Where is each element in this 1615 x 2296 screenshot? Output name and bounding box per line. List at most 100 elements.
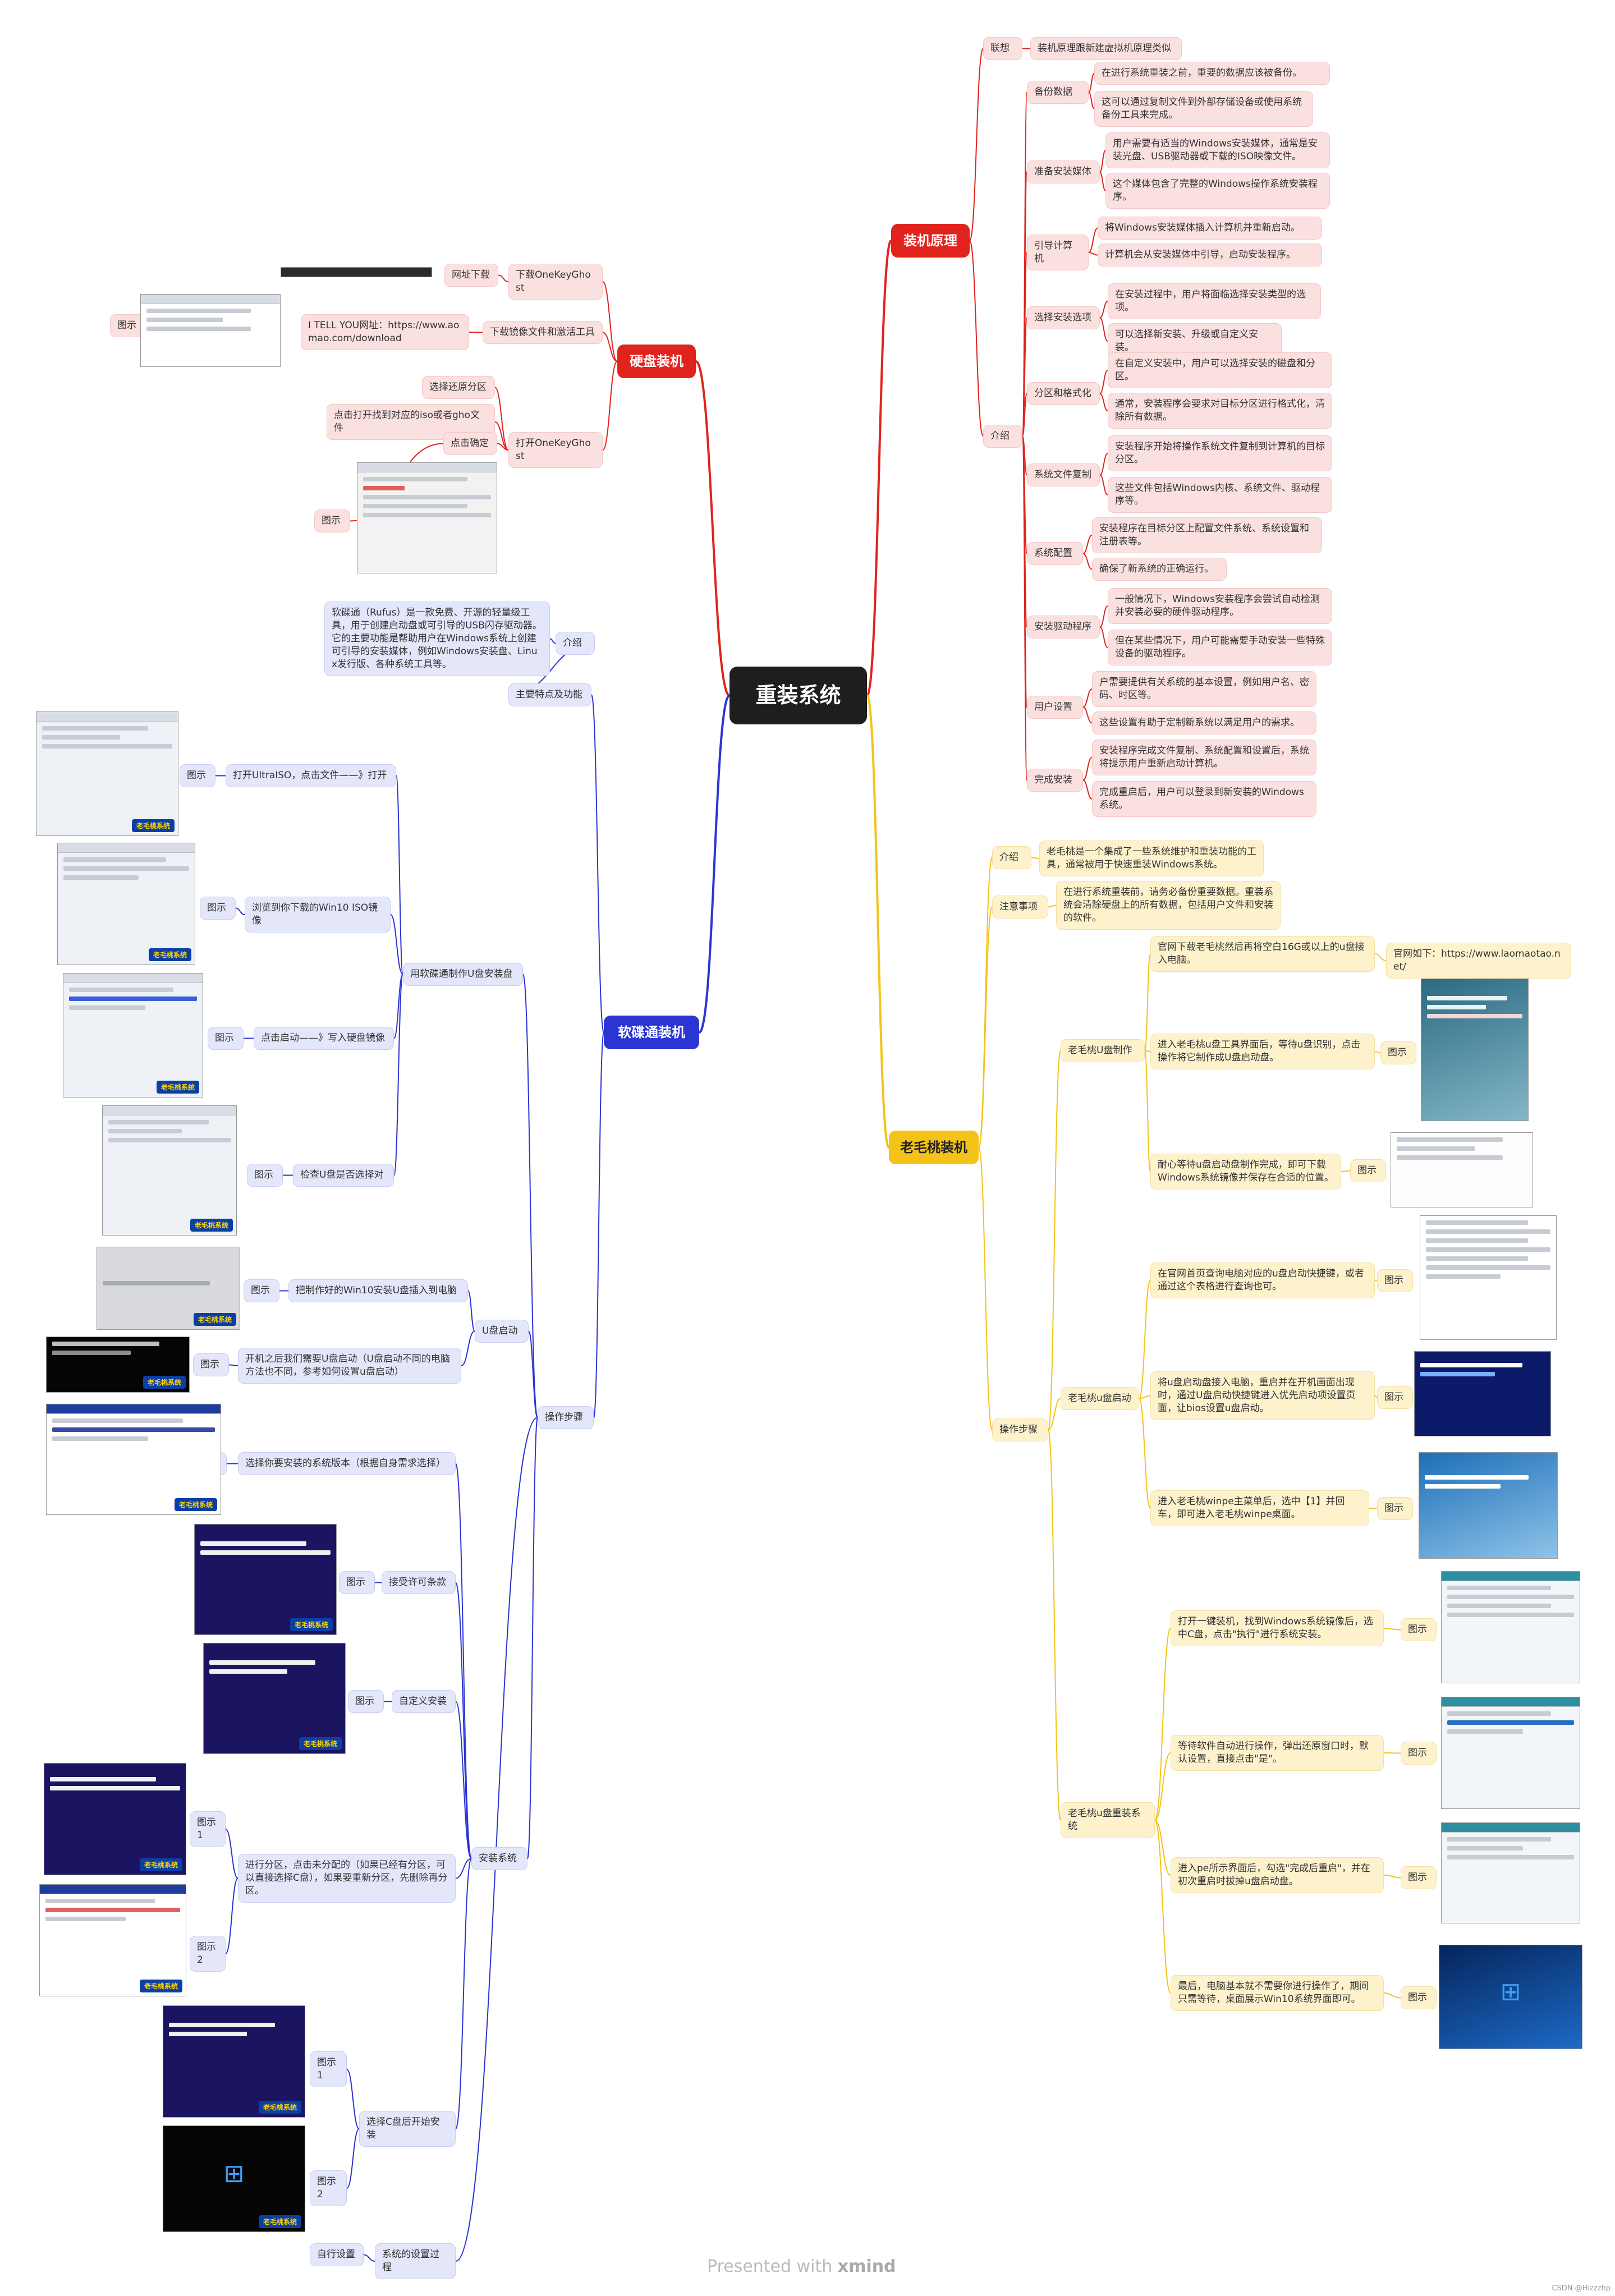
b4-make-1[interactable]: 打开UltraISO，点击文件——》打开 [226,764,396,787]
b4-fig-10[interactable]: 图示1 [190,1811,226,1847]
b4-fig-11[interactable]: 图示2 [190,1936,226,1972]
b2-install-1[interactable]: 打开一键装机，找到Windows系统镜像后，选中C盘，点击"执行"进行系统安装。 [1171,1610,1384,1646]
b2-fig-5[interactable]: 图示 [1377,1497,1413,1520]
b4-setup[interactable]: 系统的设置过程 [375,2243,456,2279]
b3-fig-1[interactable]: 图示 [110,314,146,337]
b3-open-3[interactable]: 点击确定 [443,432,497,455]
b1-user-1[interactable]: 户需要提供有关系统的基本设置，例如用户名、密码、时区等。 [1092,671,1316,707]
b4-boot-2[interactable]: 开机之后我们需要U盘启动（U盘启动不同的电脑方法也不同，参考如何设置u盘启动） [238,1348,461,1384]
b1-done[interactable]: 完成安装 [1027,769,1083,792]
b1-select[interactable]: 选择安装选项 [1027,306,1100,329]
b3-tell-text[interactable]: I TELL YOU网址：https://www.aomao.com/downl… [301,314,469,350]
b2-fig-1[interactable]: 图示 [1380,1041,1416,1064]
b2-install-4[interactable]: 最后，电脑基本就不需要你进行操作了，期间只需等待，桌面展示Win10系统界面即可… [1171,1975,1384,2011]
b3-open-1[interactable]: 选择还原分区 [422,376,495,399]
b4-boot[interactable]: U盘启动 [475,1320,529,1343]
b4-fig-5[interactable]: 图示 [244,1279,279,1302]
b4-make[interactable]: 用软碟通制作U盘安装盘 [403,963,523,986]
b2-make-url[interactable]: 官网如下：https://www.laomaotao.net/ [1386,943,1571,979]
b4-make-2[interactable]: 浏览到你下载的Win10 ISO镜像 [245,897,391,933]
b4-features[interactable]: 主要特点及功能 [508,683,591,706]
b3-onekeyghost[interactable]: 下载OneKeyGhost [508,264,603,300]
b3-tell[interactable]: 下载镜像文件和激活工具 [483,321,603,344]
b1-conf-1[interactable]: 安装程序在目标分区上配置文件系统、系统设置和注册表等。 [1092,517,1322,553]
b4-install-3[interactable]: 自定义安装 [392,1690,456,1713]
b2-fig-6[interactable]: 图示 [1401,1618,1437,1641]
b2-fig-7[interactable]: 图示 [1401,1742,1437,1765]
b1-done-2[interactable]: 完成重启后，用户可以登录到新安装的Windows系统。 [1092,781,1316,817]
b1-intro[interactable]: 介绍 [983,425,1022,448]
b4-install[interactable]: 安装系统 [471,1847,527,1870]
b4-install-2[interactable]: 接受许可条款 [382,1571,456,1594]
b1-backup[interactable]: 备份数据 [1027,81,1089,104]
b1-boot[interactable]: 引导计算机 [1027,235,1089,270]
b1-boot-2[interactable]: 计算机会从安装媒体中引导，启动安装程序。 [1098,244,1322,267]
b2-start-1[interactable]: 在官网首页查询电脑对应的u盘启动快捷键，或者通过这个表格进行查询也可。 [1150,1262,1375,1298]
b4-fig-13[interactable]: 图示2 [310,2170,347,2206]
b2-install-3[interactable]: 进入pe所示界面后，勾选"完成后重启"，并在初次重启时拔掉u盘启动盘。 [1171,1857,1384,1893]
branch-yingpan[interactable]: 硬盘装机 [617,345,696,379]
b4-fig-6[interactable]: 图示 [193,1353,229,1376]
b3-open[interactable]: 打开OneKeyGhost [508,432,603,468]
branch-laomaotao[interactable]: 老毛桃装机 [889,1131,979,1165]
b3-og-sub[interactable]: 网址下载 [444,264,498,287]
b1-media-1[interactable]: 用户需要有适当的Windows安装媒体，通常是安装光盘、USB驱动器或下载的IS… [1105,132,1330,168]
branch-zhuangji-yuanli[interactable]: 装机原理 [891,224,970,258]
b2-intro-text[interactable]: 老毛桃是一个集成了一些系统维护和重装功能的工具，通常被用于快速重装Windows… [1039,841,1264,876]
b2-make-3[interactable]: 耐心等待u盘启动盘制作完成，即可下载Windows系统镜像并保存在合适的位置。 [1150,1154,1341,1190]
b4-intro-text[interactable]: 软碟通（Rufus）是一款免费、开源的轻量级工具，用于创建启动盘或可引导的USB… [324,601,550,676]
b4-fig-8[interactable]: 图示 [339,1571,375,1594]
b2-fig-4[interactable]: 图示 [1377,1386,1413,1409]
b1-conf-2[interactable]: 确保了新系统的正确运行。 [1092,558,1227,581]
b1-drv-1[interactable]: 一般情况下，Windows安装程序会尝试自动检测并安装必要的硬件驱动程序。 [1108,588,1332,624]
b2-note-text[interactable]: 在进行系统重装前，请务必备份重要数据。重装系统会清除硬盘上的所有数据，包括用户文… [1056,881,1281,930]
b4-make-4[interactable]: 检查U盘是否选择对 [293,1164,394,1187]
b2-fig-3[interactable]: 图示 [1377,1269,1413,1292]
b4-fig-4[interactable]: 图示 [247,1164,283,1187]
b2-start-2[interactable]: 将u盘启动盘接入电脑，重启并在开机画面出现时，通过U盘启动快捷键进入优先启动项设… [1150,1371,1375,1420]
b2-fig-8[interactable]: 图示 [1401,1866,1437,1889]
b4-install-4[interactable]: 进行分区，点击未分配的（如果已经有分区，可以直接选择C盘），如果要重新分区，先删… [238,1854,456,1903]
b1-part-1[interactable]: 在自定义安装中，用户可以选择安装的磁盘和分区。 [1108,352,1332,388]
b2-make-2[interactable]: 进入老毛桃u盘工具界面后，等待u盘识别，点击操作将它制作成U盘启动盘。 [1150,1034,1375,1069]
b1-copy-1[interactable]: 安装程序开始将操作系统文件复制到计算机的目标分区。 [1108,435,1332,471]
b4-setup-1[interactable]: 自行设置 [310,2243,364,2266]
b2-install[interactable]: 老毛桃u盘重装系统 [1061,1802,1155,1838]
b1-done-1[interactable]: 安装程序完成文件复制、系统配置和设置后，系统将提示用户重新启动计算机。 [1092,740,1316,775]
b4-fig-2[interactable]: 图示 [200,897,236,920]
b1-drv[interactable]: 安装驱动程序 [1027,616,1100,639]
b2-intro[interactable]: 介绍 [992,846,1031,869]
b4-fig-9[interactable]: 图示 [348,1690,384,1713]
b2-make[interactable]: 老毛桃U盘制作 [1061,1039,1145,1062]
b4-install-5[interactable]: 选择C盘后开始安装 [359,2111,456,2147]
b4-install-1[interactable]: 选择你要安装的系统版本（根据自身需求选择） [238,1452,456,1475]
b1-boot-1[interactable]: 将Windows安装媒体插入计算机并重新启动。 [1098,217,1322,240]
b4-fig-12[interactable]: 图示1 [310,2051,347,2087]
b4-boot-1[interactable]: 把制作好的Win10安装U盘插入到电脑 [288,1279,468,1302]
b1-lianxiang[interactable]: 联想 [983,37,1022,60]
b2-note[interactable]: 注意事项 [992,896,1048,919]
b3-fig-2[interactable]: 图示 [314,509,350,532]
b1-drv-2[interactable]: 但在某些情况下，用户可能需要手动安装一些特殊设备的驱动程序。 [1108,630,1332,665]
b2-fig-2[interactable]: 图示 [1350,1159,1386,1182]
b2-fig-9[interactable]: 图示 [1401,1986,1437,2009]
b1-part-2[interactable]: 通常，安装程序会要求对目标分区进行格式化，清除所有数据。 [1108,393,1332,429]
b4-steps[interactable]: 操作步骤 [538,1406,594,1429]
b4-fig-1[interactable]: 图示 [180,764,215,787]
b1-backup-2[interactable]: 这可以通过复制文件到外部存储设备或使用系统备份工具来完成。 [1094,91,1313,127]
b2-install-2[interactable]: 等待软件自动进行操作，弹出还原窗口时，默认设置，直接点击"是"。 [1171,1735,1384,1771]
b1-copy[interactable]: 系统文件复制 [1027,463,1100,486]
b1-conf[interactable]: 系统配置 [1027,542,1083,565]
b2-start[interactable]: 老毛桃u盘启动 [1061,1387,1139,1410]
b4-make-3[interactable]: 点击启动——》写入硬盘镜像 [254,1027,394,1050]
b4-fig-3[interactable]: 图示 [208,1027,244,1050]
b1-select-1[interactable]: 在安装过程中，用户将面临选择安装类型的选项。 [1108,283,1321,319]
b1-media-2[interactable]: 这个媒体包含了完整的Windows操作系统安装程序。 [1105,173,1330,209]
b1-lianxiang-text[interactable]: 装机原理跟新建虚拟机原理类似 [1030,37,1182,60]
b2-make-1[interactable]: 官网下载老毛桃然后再将空白16G或以上的u盘接入电脑。 [1150,936,1375,972]
b1-part[interactable]: 分区和格式化 [1027,382,1100,405]
b2-steps[interactable]: 操作步骤 [992,1418,1048,1441]
b1-backup-1[interactable]: 在进行系统重装之前，重要的数据应该被备份。 [1094,62,1330,85]
branch-ruandietong[interactable]: 软碟通装机 [604,1016,699,1050]
b1-media[interactable]: 准备安装媒体 [1027,160,1100,183]
